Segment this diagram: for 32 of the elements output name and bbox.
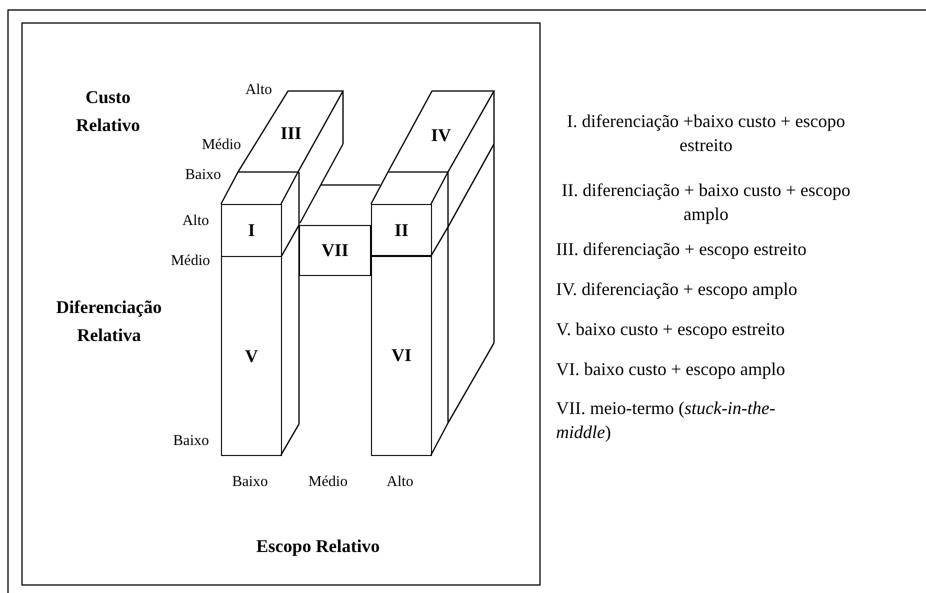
- axis-title: Escopo Relativo: [255, 535, 381, 558]
- scale-label: Baixo: [184, 166, 221, 184]
- region-numeral: VII: [321, 240, 348, 261]
- scale-label: Baixo: [172, 432, 209, 450]
- legend-item: I. diferenciação +baixo custo + escopo estreito: [566, 110, 846, 157]
- legend-item: IV. diferenciação + escopo amplo: [556, 278, 798, 301]
- region-numeral: II: [394, 220, 408, 241]
- axis-title: Custo Relativo: [75, 86, 141, 137]
- legend-item: VI. baixo custo + escopo amplo: [556, 358, 786, 381]
- scale-label: Alto: [244, 81, 272, 99]
- region-numeral: VI: [391, 345, 412, 366]
- axis-title: Diferenciação Relativa: [55, 296, 163, 347]
- region-box: [299, 225, 371, 276]
- region-box: [371, 255, 432, 456]
- region-face: [388, 91, 494, 172]
- scale-label: Alto: [181, 212, 209, 230]
- region-numeral: IV: [430, 125, 451, 146]
- scale-label: Baixo: [231, 473, 269, 491]
- scale-label: Médio: [200, 136, 241, 154]
- legend-item: II. diferenciação + baixo custo + escopo amplo: [560, 179, 852, 226]
- region-numeral: V: [245, 346, 258, 366]
- region-box: [221, 256, 282, 456]
- scale-label: Médio: [170, 252, 210, 270]
- legend-item: V. baixo custo + escopo estreito: [556, 318, 786, 341]
- region-numeral: I: [248, 220, 255, 241]
- region-numeral: III: [280, 123, 302, 144]
- region-box: [371, 204, 432, 257]
- legend-item: VII. meio-termo (stuck-in-the-middle): [556, 397, 776, 444]
- region-box: [221, 204, 282, 257]
- scale-label: Médio: [307, 473, 349, 491]
- scale-label: Alto: [386, 473, 414, 491]
- legend-item: III. diferenciação + escopo estreito: [556, 238, 808, 261]
